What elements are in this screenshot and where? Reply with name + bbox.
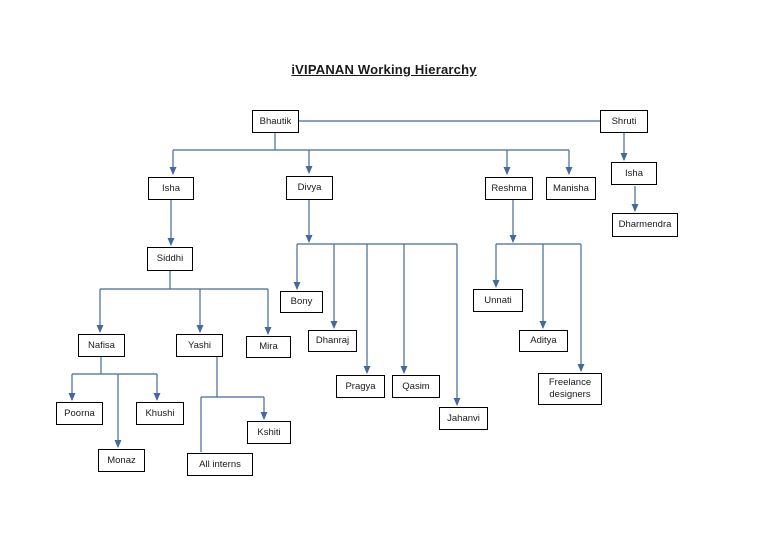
node-mira: Mira	[246, 336, 291, 358]
node-jahanvi: Jahanvi	[439, 407, 488, 430]
node-qasim: Qasim	[392, 375, 440, 398]
node-siddhi: Siddhi	[147, 247, 193, 271]
node-bony: Bony	[280, 291, 323, 313]
node-poorna: Poorna	[56, 402, 103, 425]
node-shruti: Shruti	[600, 110, 648, 133]
node-dharmendra: Dharmendra	[612, 213, 678, 237]
page-title: iVIPANAN Working Hierarchy	[291, 62, 477, 77]
node-divya: Divya	[286, 176, 333, 200]
node-kshiti: Kshiti	[247, 421, 291, 444]
node-nafisa: Nafisa	[78, 334, 125, 357]
node-isha-under-bhautik: Isha	[148, 177, 194, 200]
node-dhanraj: Dhanraj	[308, 330, 357, 352]
node-all-interns: All interns	[187, 453, 253, 476]
node-unnati: Unnati	[473, 289, 523, 312]
node-pragya: Pragya	[336, 375, 385, 398]
node-aditya: Aditya	[519, 330, 568, 352]
node-isha-under-shruti: Isha	[611, 162, 657, 185]
node-monaz: Monaz	[98, 449, 145, 472]
node-manisha: Manisha	[546, 177, 596, 200]
node-reshma: Reshma	[485, 177, 533, 200]
node-yashi: Yashi	[176, 334, 223, 357]
node-freelance-designers: Freelance designers	[538, 373, 602, 405]
node-bhautik: Bhautik	[252, 110, 299, 133]
node-khushi: Khushi	[136, 402, 184, 425]
